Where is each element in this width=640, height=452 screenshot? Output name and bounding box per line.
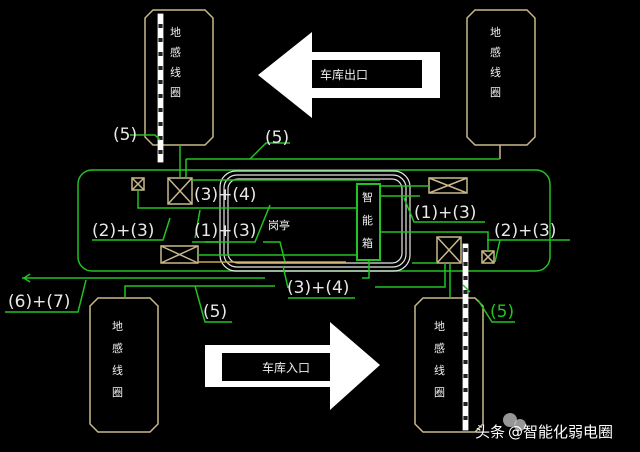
diagram-text: 感 [170, 46, 181, 59]
camera-small-left [131, 177, 145, 191]
diagram-text: 感 [434, 342, 445, 355]
cable-lines [5, 134, 570, 323]
cable-label: (6)+(7) [8, 292, 70, 312]
barrier-arm-exit [157, 13, 164, 163]
diagram-text: 感 [112, 342, 123, 355]
guard-booth: 岗亭 [219, 170, 411, 272]
display-left [160, 245, 199, 264]
diagram-text: 车库入口 [262, 360, 310, 375]
cable-label: (5) [203, 302, 227, 322]
diagram-text: 圈 [170, 86, 181, 99]
entry-arrow: 车库入口 [205, 322, 380, 410]
cable-label: (1)+(3) [414, 203, 476, 223]
exit-arrow: 车库出口 [258, 32, 440, 118]
diagram-text: 线 [112, 363, 123, 377]
diagram-text: 地 [170, 26, 181, 39]
diagram-text: 岗亭 [268, 218, 290, 232]
diagram-text: 线 [490, 65, 501, 79]
loop-detector-top-right: 地 感 线 圈 [466, 9, 536, 146]
diagram-text: 线 [170, 65, 181, 79]
cable-label: (2)+(3) [494, 221, 556, 241]
diagram-text: 箱 [362, 236, 373, 250]
diagram-text: 智 [362, 190, 373, 204]
cable-label: (5) [113, 125, 137, 145]
diagram-text: @智能化弱电圈 [508, 423, 613, 441]
diagram-text: 车库出口 [320, 67, 368, 82]
diagram-text: 线 [434, 363, 445, 377]
loop-detector-bottom-left: 地 感 线 圈 [89, 297, 159, 433]
display-right [428, 177, 468, 194]
cable-label: (2)+(3) [92, 221, 154, 241]
barrier-controller-top-left [167, 177, 193, 205]
smart-box: 智 能 箱 [356, 183, 381, 261]
cable-label: (1)+(3) [194, 221, 256, 241]
cable-label: (5) [490, 302, 514, 322]
diagram-text: 头条 [475, 423, 505, 441]
watermark: 头条 @智能化弱电圈 [475, 413, 613, 441]
diagram-text: 圈 [434, 386, 445, 399]
cable-label: (5) [265, 128, 289, 148]
diagram-text: 地 [490, 26, 501, 39]
cable-label: (3)+(4) [194, 185, 256, 205]
diagram-text: 圈 [112, 386, 123, 399]
camera-small-right [481, 250, 495, 264]
barrier-controller-bottom-right [436, 236, 462, 264]
diagram-text: 能 [362, 213, 373, 227]
diagram-text: 圈 [490, 86, 501, 99]
cable-label: (3)+(4) [287, 278, 349, 298]
diagram-text: 地 [434, 320, 445, 333]
loop-detector-top-left: 地 感 线 圈 [144, 9, 214, 146]
diagram-text: 地 [112, 320, 123, 333]
loop-detector-bottom-right: 地 感 线 圈 [414, 297, 484, 433]
barrier-arm-entry [462, 243, 469, 431]
diagram-text: 感 [490, 46, 501, 59]
